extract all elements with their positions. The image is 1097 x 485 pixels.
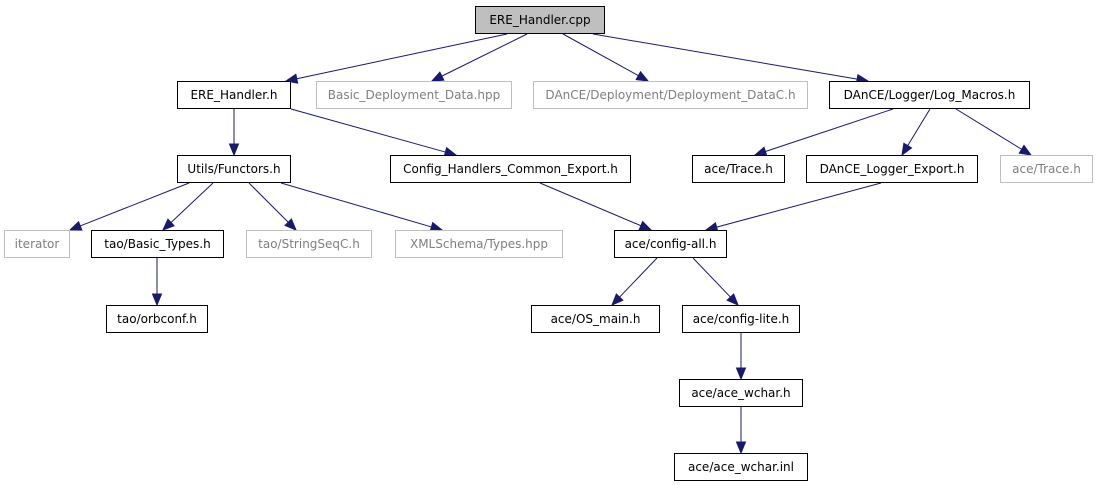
node-basic-deployment-data-hpp: Basic_Deployment_Data.hpp <box>316 81 512 109</box>
node-ace-trace-h-2: ace/Trace.h <box>1000 155 1093 183</box>
node-functors-h[interactable]: Utils/Functors.h <box>177 155 291 183</box>
node-os-main-h[interactable]: ace/OS_main.h <box>531 305 660 333</box>
node-ere-handler-cpp[interactable]: ERE_Handler.cpp <box>475 6 605 34</box>
dependency-edge <box>562 33 639 77</box>
node-basic-types-h[interactable]: tao/Basic_Types.h <box>91 230 224 258</box>
dependency-edge <box>248 182 289 223</box>
node-config-all-h[interactable]: ace/config-all.h <box>614 230 727 258</box>
dependency-edge <box>619 257 658 298</box>
node-orbconf-h[interactable]: tao/orbconf.h <box>106 305 208 333</box>
dependency-edge <box>692 257 731 298</box>
node-ace-wchar-h[interactable]: ace/ace_wchar.h <box>679 379 803 407</box>
node-xmlschema-types-hpp: XMLSchema/Types.hpp <box>395 230 563 258</box>
node-dance-logger-export-h[interactable]: DAnCE_Logger_Export.h <box>806 155 978 183</box>
dependency-edge <box>716 182 882 228</box>
node-config-handlers-common-export-h[interactable]: Config_Handlers_Common_Export.h <box>390 155 631 183</box>
dependency-edge <box>907 108 931 146</box>
arrowhead <box>735 367 747 381</box>
node-ere-handler-h[interactable]: ERE_Handler.h <box>177 81 291 109</box>
dependency-edge <box>765 108 894 152</box>
arrowhead <box>284 218 297 231</box>
dependency-edge <box>539 182 642 227</box>
arrowhead <box>151 293 163 307</box>
arrowhead <box>611 293 624 306</box>
arrowhead <box>735 441 747 455</box>
dependency-edge <box>441 33 528 77</box>
dependency-edge <box>955 108 1022 150</box>
arrowhead <box>901 142 913 157</box>
dependency-edge <box>170 182 214 223</box>
arrowhead <box>430 71 445 82</box>
node-deployment-datac-h: DAnCE/Deployment/Deployment_DataC.h <box>533 81 808 109</box>
dependency-edge <box>280 182 432 228</box>
node-iterator: iterator <box>4 230 70 258</box>
arrowhead <box>635 70 650 82</box>
dependency-edge <box>592 33 858 80</box>
dependency-edge <box>80 182 190 227</box>
arrowhead <box>284 73 299 84</box>
arrowhead <box>638 220 653 231</box>
arrowhead <box>228 143 240 157</box>
node-ace-wchar-inl[interactable]: ace/ace_wchar.inl <box>674 453 808 481</box>
dependency-edge <box>290 108 446 153</box>
dependency-edge <box>296 33 508 80</box>
arrowhead <box>726 293 739 306</box>
node-config-lite-h[interactable]: ace/config-lite.h <box>682 305 800 333</box>
node-stringseqc-h: tao/StringSeqC.h <box>246 230 372 258</box>
arrowhead <box>162 218 175 231</box>
arrowhead <box>68 220 83 231</box>
node-log-macros-h[interactable]: DAnCE/Logger/Log_Macros.h <box>829 81 1030 109</box>
arrowhead <box>1018 144 1033 156</box>
node-ace-trace-h-1[interactable]: ace/Trace.h <box>692 155 785 183</box>
